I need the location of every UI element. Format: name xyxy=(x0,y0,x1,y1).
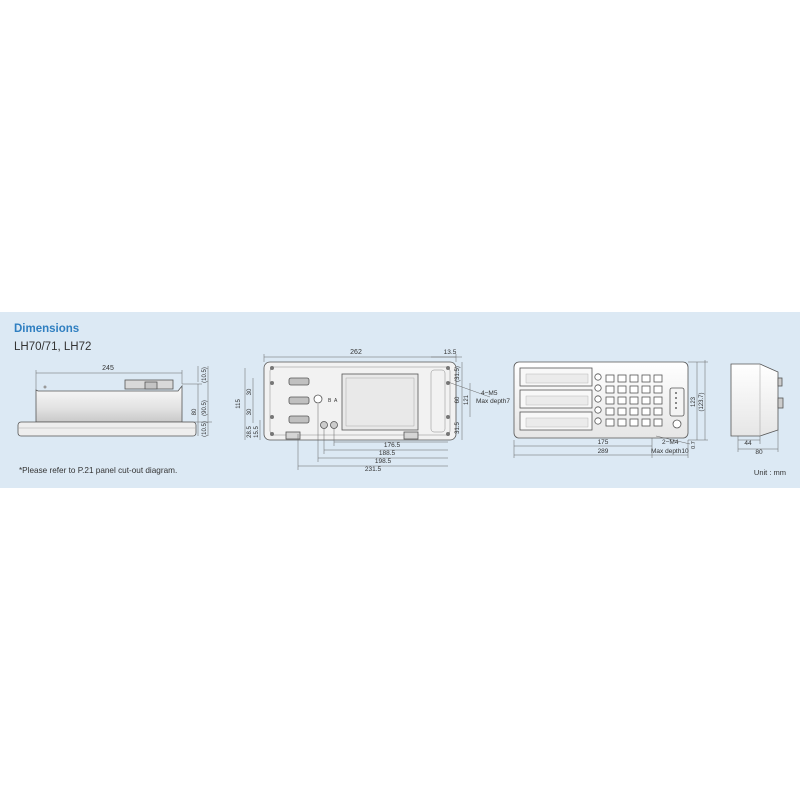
front-screw-note-1: 2−M4 xyxy=(662,439,679,446)
rear-screw-note-1: 4−M5 xyxy=(481,390,498,397)
side-width-label: 245 xyxy=(102,365,114,372)
side-height-top-label: (10.5) xyxy=(202,367,208,383)
end-depth-2-label: 80 xyxy=(755,449,763,456)
end-depth-1-label: 44 xyxy=(744,440,752,447)
side-view-drawing xyxy=(17,366,212,437)
side-height-inner-label: (90.5) xyxy=(202,400,208,416)
rear-width-bottom-4: 231.5 xyxy=(365,466,382,473)
rear-height-left-2: 30 xyxy=(247,388,253,395)
front-width-inner-label: 175 xyxy=(598,439,609,446)
rear-button-label-a: A xyxy=(334,398,338,404)
rear-height-right-1: (31.5) xyxy=(455,366,461,382)
rear-height-left-3: 30 xyxy=(247,408,253,415)
end-view-drawing xyxy=(730,363,784,452)
front-height-small-label: 0.7 xyxy=(691,441,697,449)
front-view-drawing xyxy=(513,360,708,458)
rear-view-drawing xyxy=(244,354,491,470)
footnote: *Please refer to P.21 panel cut-out diag… xyxy=(19,466,178,475)
front-height-inner-label: 123 xyxy=(691,396,697,407)
rear-height-right-2: 60 xyxy=(455,396,461,403)
rear-height-left-4: 28.5 xyxy=(247,426,253,438)
dimensions-panel: Dimensions LH70/71, LH72 xyxy=(0,312,800,488)
rear-button-label-b: B xyxy=(328,398,332,404)
model-names: LH70/71, LH72 xyxy=(14,341,92,353)
side-height-total-label: 80 xyxy=(192,408,198,415)
rear-height-left-5: 15.5 xyxy=(254,426,260,438)
rear-width-bottom-3: 198.5 xyxy=(375,458,392,465)
rear-height-left-1: 115 xyxy=(236,399,242,409)
dimension-drawings: 245 (10.5) 80 (90.5) (10.5) xyxy=(17,349,784,473)
rear-width-top-label: 262 xyxy=(350,349,362,356)
front-width-total-label: 289 xyxy=(598,448,609,455)
section-heading: Dimensions xyxy=(14,323,80,335)
unit-label: Unit : mm xyxy=(753,468,786,477)
rear-width-bottom-1: 176.5 xyxy=(384,442,401,449)
rear-width-right-label: 13.5 xyxy=(444,349,457,356)
rear-height-right-3: 121 xyxy=(464,394,470,405)
front-screw-note-2: Max depth10 xyxy=(651,448,689,455)
rear-height-right-4: 31.5 xyxy=(455,422,461,434)
rear-width-bottom-2: 188.5 xyxy=(379,450,396,457)
side-height-base-label: (10.5) xyxy=(202,421,208,437)
rear-screw-note-2: Max depth7 xyxy=(476,398,510,405)
front-height-total-label: (123.7) xyxy=(699,392,705,411)
